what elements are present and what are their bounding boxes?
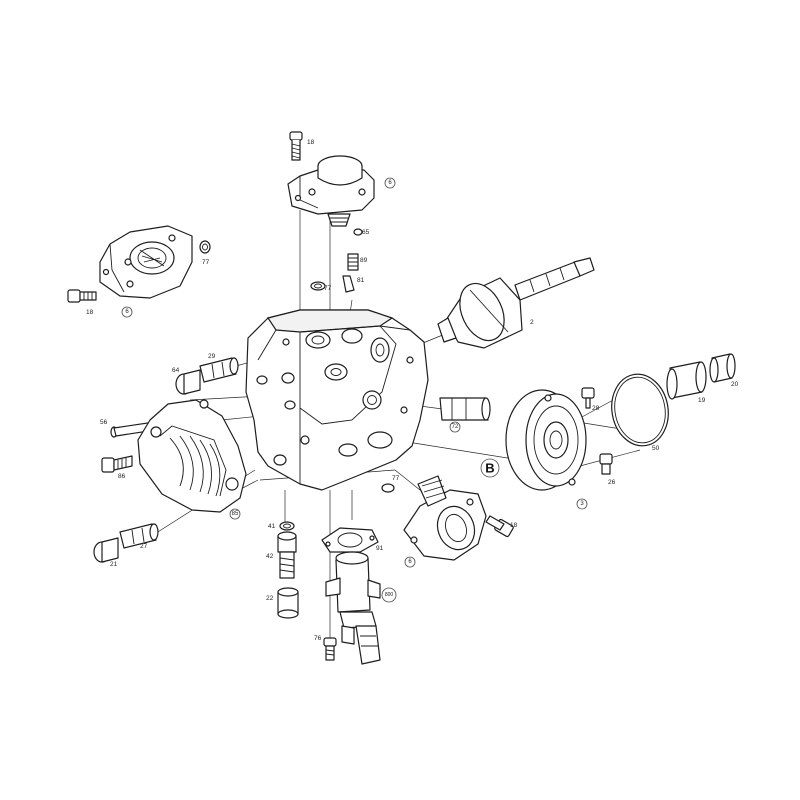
label-bushing-19: 19 xyxy=(698,397,706,404)
label-bushing-20: 20 xyxy=(731,381,739,388)
label-cover-85: 85 xyxy=(232,511,239,517)
valve-right xyxy=(403,475,487,561)
valve-left xyxy=(99,225,193,299)
label-bolt-56: 56 xyxy=(100,419,108,426)
sleeve-27 xyxy=(119,523,159,549)
label-valve-left: 6 xyxy=(125,309,129,315)
bushing-19 xyxy=(666,361,707,400)
screw-left xyxy=(67,289,97,303)
screw-top xyxy=(289,131,303,161)
screw-76 xyxy=(323,637,337,661)
label-pin-81: 81 xyxy=(357,277,365,284)
label-shaft: 2 xyxy=(530,319,534,326)
screw-right xyxy=(485,515,514,538)
gasket-91 xyxy=(321,527,379,553)
sleeve-29 xyxy=(199,357,239,383)
plug-64 xyxy=(175,369,201,395)
label-oring-41: 41 xyxy=(268,523,276,530)
oring-right xyxy=(381,483,395,493)
pump-housing xyxy=(245,309,429,491)
label-oring-77-top: 77 xyxy=(324,285,332,292)
label-screw-left: 18 xyxy=(86,309,94,316)
label-screw-right: 18 xyxy=(510,522,518,529)
label-oring-77-left: 77 xyxy=(202,259,210,266)
label-b-marker: B xyxy=(485,461,494,476)
label-pin-28-upper: 28 xyxy=(592,405,600,412)
label-cap-22: 22 xyxy=(266,595,274,602)
meter-800 xyxy=(325,551,381,665)
valve-top xyxy=(287,155,375,227)
label-flange-3: 3 xyxy=(580,501,584,507)
oring-41 xyxy=(279,521,295,531)
fitting-72 xyxy=(439,397,491,421)
top-small-parts xyxy=(310,228,363,293)
label-gasket-91: 91 xyxy=(376,545,384,552)
label-valve-top: 6 xyxy=(388,180,392,186)
cap-22 xyxy=(277,587,299,619)
label-screw-76: 76 xyxy=(314,635,322,642)
pin-26 xyxy=(599,453,613,475)
label-screw-top: 18 xyxy=(307,139,315,146)
cover-85 xyxy=(137,399,247,513)
label-plug-21: 21 xyxy=(110,561,118,568)
callout-labels: 18 6 65 89 81 77 6 77 18 2 64 29 28 50 1… xyxy=(86,139,739,642)
label-seal-65: 65 xyxy=(362,229,370,236)
label-meter-800: 800 xyxy=(385,592,394,598)
label-plug-64: 64 xyxy=(172,367,180,374)
ring-50 xyxy=(611,373,669,447)
label-valve-right: 6 xyxy=(408,559,412,565)
label-valve-42: 42 xyxy=(266,553,274,560)
label-pin-26-lower: 26 xyxy=(608,479,616,486)
label-fitting-89: 89 xyxy=(360,257,368,264)
oring-left xyxy=(199,240,211,254)
label-sleeve-27: 27 xyxy=(140,543,148,550)
label-screw-86: 86 xyxy=(118,473,126,480)
label-ring-50: 50 xyxy=(652,445,660,452)
pin-28 xyxy=(581,387,595,409)
label-oring-77-right: 77 xyxy=(392,475,400,482)
label-sleeve-29: 29 xyxy=(208,353,216,360)
flange-3 xyxy=(505,389,587,491)
drive-shaft xyxy=(437,257,595,349)
plug-21 xyxy=(93,537,119,563)
screw-86 xyxy=(101,455,133,473)
label-fitting-72: 72 xyxy=(452,424,459,430)
bushing-20 xyxy=(709,353,736,383)
valve-42 xyxy=(277,531,297,579)
